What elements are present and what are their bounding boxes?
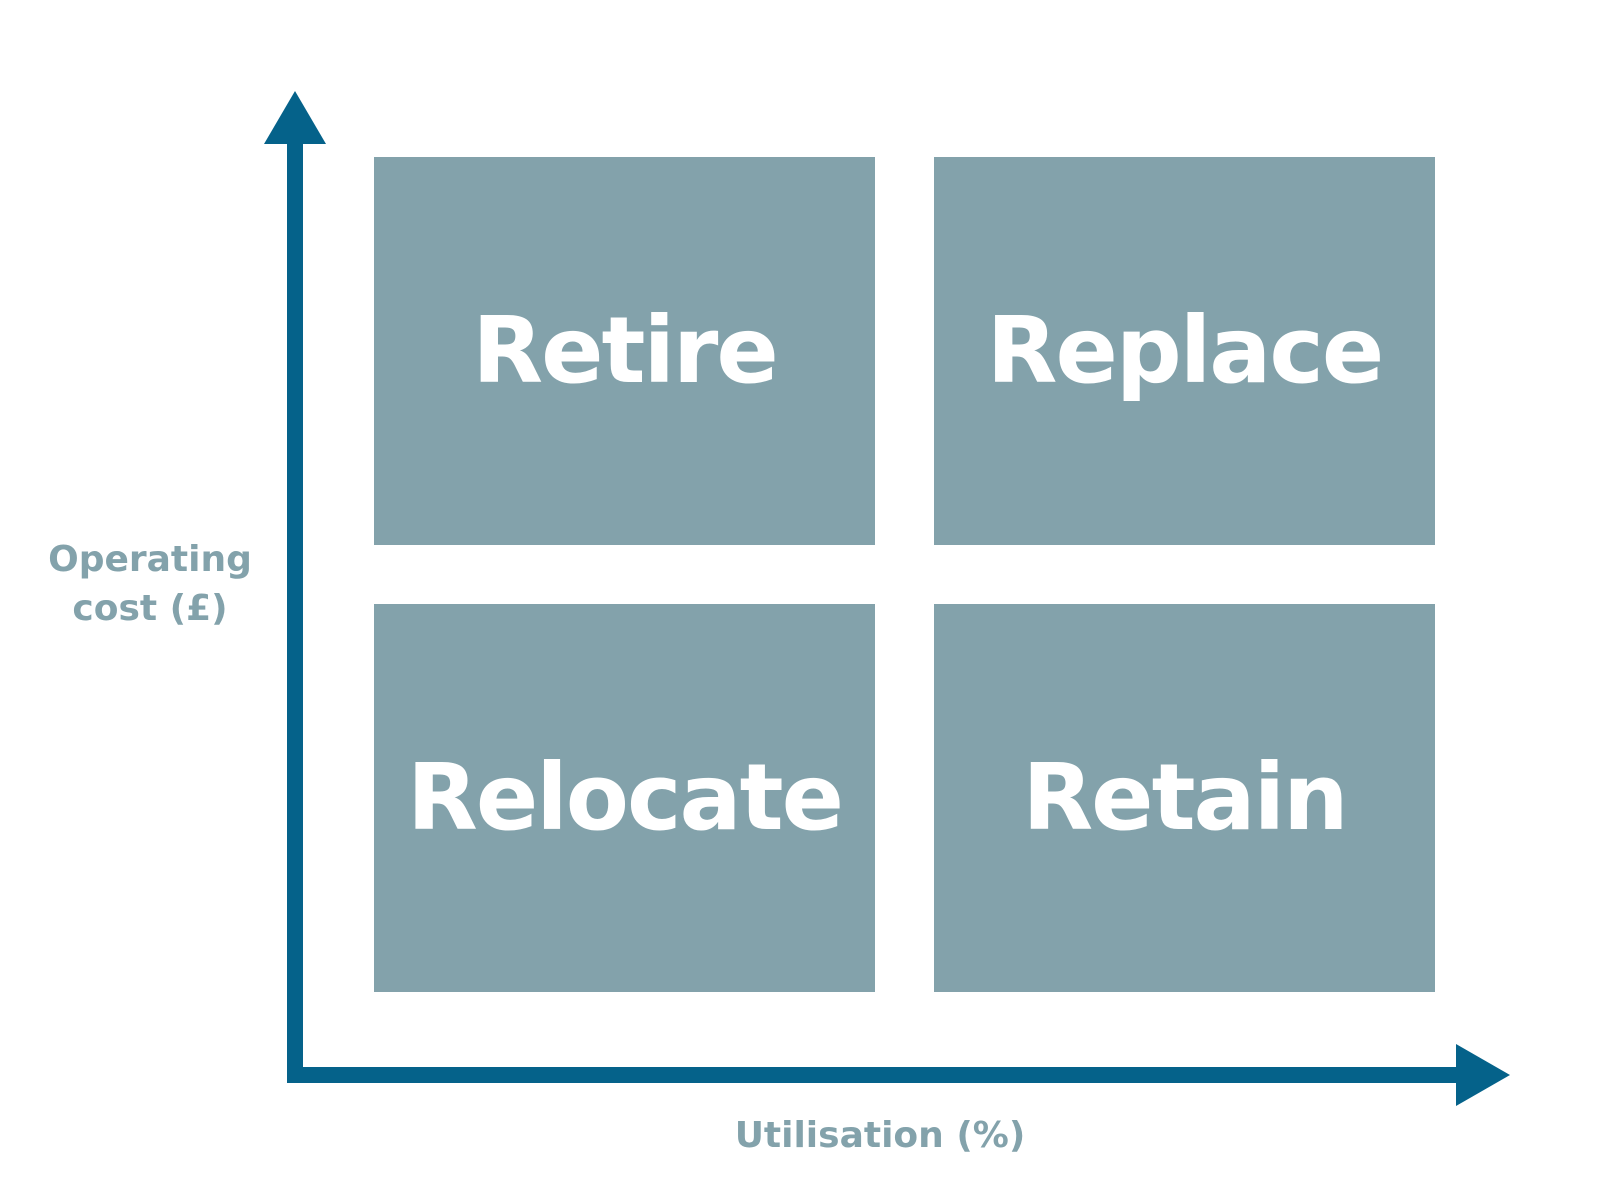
quadrant-label-relocate: Relocate	[407, 744, 844, 851]
y-axis-label-line1: Operating	[48, 539, 252, 580]
x-axis-arrowhead	[1456, 1044, 1510, 1106]
quadrant-label-retire: Retire	[472, 297, 779, 404]
x-axis-label: Utilisation (%)	[734, 1115, 1026, 1156]
y-axis-label-line2: cost (£)	[72, 587, 228, 629]
quadrant-label-retain: Retain	[1022, 744, 1348, 851]
quadrant-replace: Replace	[934, 157, 1435, 545]
quadrant-retain: Retain	[934, 604, 1435, 992]
quadrant-retire: Retire	[374, 157, 875, 545]
quadrant-relocate: Relocate	[374, 604, 875, 992]
quadrant-label-replace: Replace	[986, 297, 1385, 404]
y-axis-arrowhead	[264, 91, 326, 144]
y-axis-label: Operating cost (£)	[40, 536, 260, 633]
